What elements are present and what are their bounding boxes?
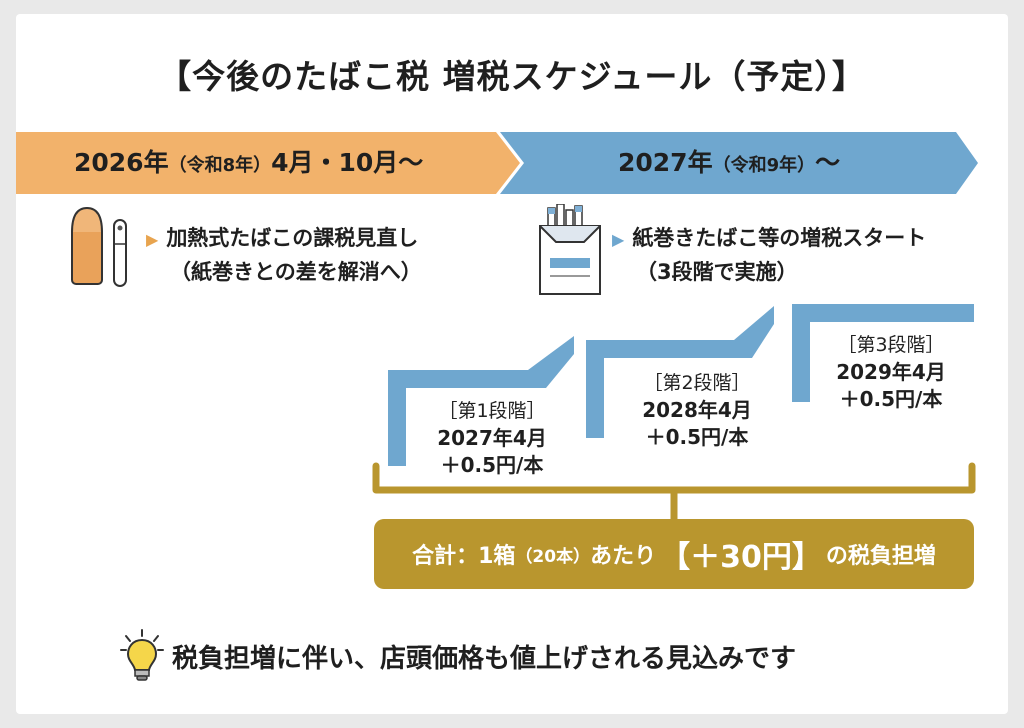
total-suffix: の税負担増 (825, 544, 936, 569)
stage-3-text: ［第3段階］ 2029年4月 ＋0.5円/本 (816, 332, 966, 413)
total-bracket (372, 462, 976, 524)
page-title: 【今後のたばこ税 増税スケジュール（予定）】 (158, 57, 866, 96)
lightbulb-icon (120, 629, 164, 681)
phase1-months: 4月・10月〜 (271, 148, 424, 177)
total-count: （20本） (515, 546, 591, 567)
stage-1-label: ［第1段階］ (438, 400, 546, 422)
phase2-year: 2027年 (618, 148, 713, 177)
phase1-item-line1: 加熱式たばこの課税見直し (166, 226, 419, 250)
cigarette-pack-icon (539, 204, 601, 295)
stage-2-text: ［第2段階］ 2028年4月 ＋0.5円/本 (612, 370, 782, 451)
phase1-year: 2026年 (74, 148, 169, 177)
total-box: 合計：1箱 （20本） あたり 【＋30円】 の税負担増 (374, 519, 974, 589)
phase2-item: ▶ 紙巻きたばこ等の増税スタート （3段階で実施） (612, 222, 926, 289)
total-middle: あたり (590, 544, 657, 569)
stage-1-text: ［第1段階］ 2027年4月 ＋0.5円/本 (412, 398, 572, 479)
phase2-banner-text: 2027年（令和9年）〜 (618, 132, 840, 194)
stage-1-step (388, 336, 574, 466)
phase2-tilde: 〜 (815, 148, 841, 177)
phase1-banner-shape (16, 132, 520, 194)
triangle-bullet-icon: ▶ (612, 230, 625, 249)
stage-3-label: ［第3段階］ (837, 334, 945, 356)
stage-2-amount: ＋0.5円/本 (645, 425, 749, 449)
phase2-era: （令和9年） (712, 155, 816, 176)
phase1-item: ▶ 加熱式たばこの課税見直し （紙巻きとの差を解消へ） (146, 222, 422, 289)
total-prefix: 合計：1箱 (412, 544, 516, 569)
phase2-banner-shape (500, 132, 978, 194)
stage-3-amount: ＋0.5円/本 (839, 387, 943, 411)
heated-tobacco-device-icon (71, 206, 127, 287)
phase2-item-line2: （3段階で実施） (636, 260, 798, 284)
phase1-banner: 2026年（令和8年）4月・10月〜 (16, 132, 536, 194)
total-amount: 【＋30円】 (660, 540, 822, 575)
stage-2-label: ［第2段階］ (643, 372, 751, 394)
stage-1-date: 2027年4月 (437, 426, 547, 450)
price-note: 税負担増に伴い、店頭価格も値上げされる見込みです (172, 644, 797, 674)
stage-3-date: 2029年4月 (836, 360, 946, 384)
stage-1-amount: ＋0.5円/本 (440, 453, 544, 477)
stage-3-step (792, 304, 974, 402)
phase1-era: （令和8年） (168, 155, 272, 176)
stage-2-step (586, 306, 774, 438)
stage-staircase (372, 304, 976, 524)
phase2-banner: 2027年（令和9年）〜 (500, 132, 1008, 194)
infographic-card: 【今後のたばこ税 増税スケジュール（予定）】 2026年（令和8年）4月・10月… (16, 14, 1008, 714)
phase1-item-line2: （紙巻きとの差を解消へ） (170, 260, 422, 284)
triangle-bullet-icon: ▶ (146, 230, 159, 249)
stage-2-date: 2028年4月 (642, 398, 752, 422)
phase1-banner-text: 2026年（令和8年）4月・10月〜 (74, 132, 423, 194)
phase2-item-line1: 紙巻きたばこ等の増税スタート (632, 226, 927, 250)
